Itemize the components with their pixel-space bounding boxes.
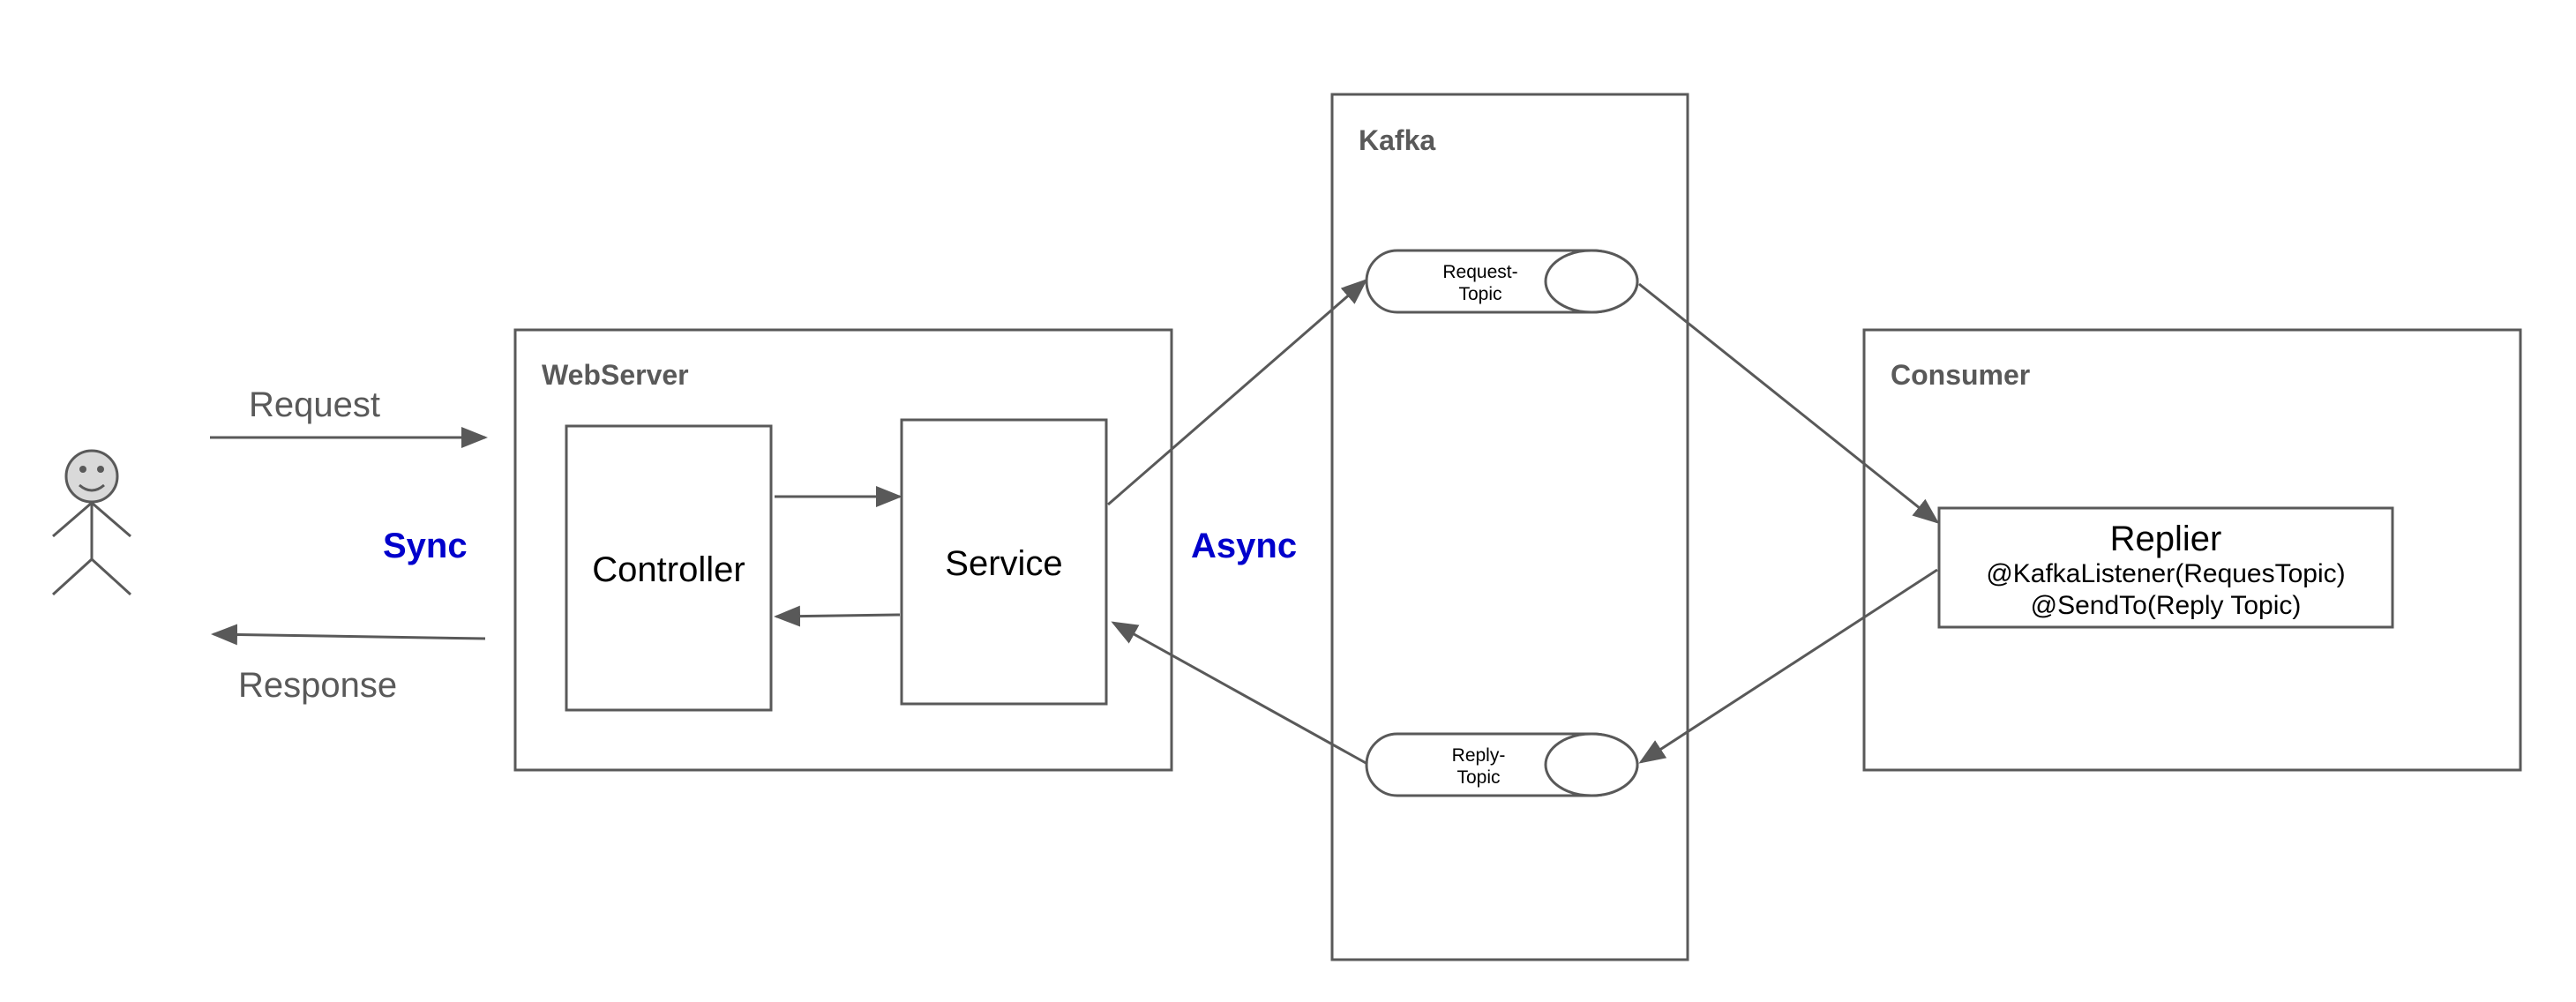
replier-box: [1937, 506, 2394, 629]
controller-label: Controller: [592, 550, 745, 589]
user-eye-left: [79, 466, 86, 473]
replier-listener-annotation: @KafkaListener(RequesTopic): [1986, 559, 2345, 588]
request-label: Request: [249, 385, 380, 424]
service-to-controller-arrow: [774, 605, 901, 627]
user-arm-right: [91, 501, 131, 538]
replier-to-reply-topic-arrow: [1638, 568, 1938, 764]
sync-label: Sync: [383, 527, 468, 565]
user-head: [64, 449, 119, 504]
replier-sendto-annotation: @SendTo(Reply Topic): [2031, 591, 2302, 620]
reply-topic-label-1: Reply-: [1452, 745, 1506, 766]
service-box: [900, 418, 1108, 706]
request-topic-to-replier-arrow: [1638, 282, 1940, 524]
replier-label: Replier: [2110, 520, 2222, 558]
user-figure-icon: [51, 449, 132, 596]
request-topic-label-1: Request-: [1442, 262, 1517, 282]
response-arrow: [211, 624, 486, 646]
user-leg-right: [90, 557, 132, 596]
response-label: Response: [238, 666, 397, 705]
async-label: Async: [1191, 527, 1297, 565]
controller-box: [565, 424, 773, 712]
service-to-request-topic-arrow: [1107, 279, 1368, 506]
request-topic-label-2: Topic: [1458, 284, 1501, 304]
request-topic-cap: [1544, 249, 1639, 314]
kafka-container: [1330, 93, 1689, 961]
user-leg-left: [51, 557, 94, 596]
reply-topic: Reply- Topic: [1365, 732, 1639, 797]
reply-topic-cap: [1544, 732, 1639, 797]
webserver-label: WebServer: [542, 359, 689, 391]
user-eye-right: [97, 466, 104, 473]
request-topic: Request- Topic: [1365, 249, 1639, 314]
consumer-label: Consumer: [1891, 359, 2030, 391]
kafka-label: Kafka: [1359, 124, 1435, 156]
user-arm-left: [52, 501, 93, 538]
service-label: Service: [945, 544, 1062, 583]
reply-topic-to-service-arrow: [1111, 621, 1368, 766]
reply-topic-label-2: Topic: [1456, 767, 1500, 788]
user-mouth: [79, 483, 105, 492]
